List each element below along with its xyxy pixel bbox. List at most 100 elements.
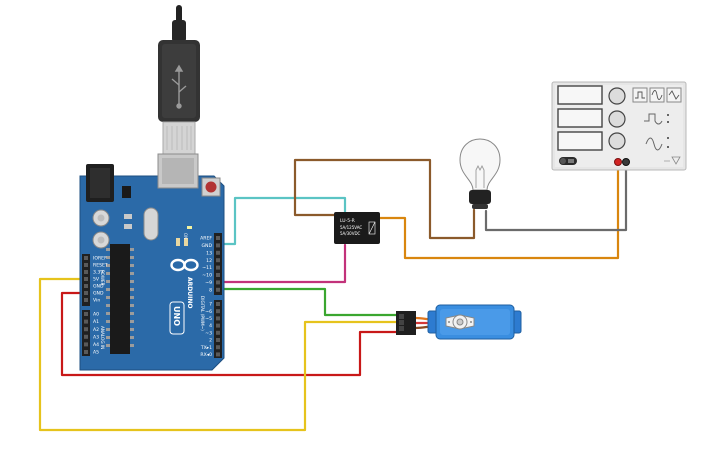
power-pin-0[interactable] xyxy=(84,256,88,260)
ground-symbol-icon xyxy=(671,156,681,165)
wire-cyan-gnd[interactable] xyxy=(220,196,347,246)
arduino-logo-icon xyxy=(170,258,199,272)
digital-top-pin-1[interactable] xyxy=(216,243,220,248)
digital-top-pin-7[interactable] xyxy=(216,287,220,292)
power-pin-2[interactable] xyxy=(84,270,88,274)
analog-pin-3[interactable] xyxy=(84,334,88,339)
digital-top-pin-4[interactable] xyxy=(216,265,220,270)
wire-yellow-ground[interactable] xyxy=(38,277,398,432)
digital-bottom-pin-6[interactable] xyxy=(216,345,220,350)
wire-brown-lamp[interactable] xyxy=(293,158,476,240)
on-led-label: ON xyxy=(183,233,188,239)
analog-pin-1[interactable] xyxy=(84,319,88,324)
digital-bottom-pin-label: RX◂0 xyxy=(200,352,212,358)
knob-1[interactable] xyxy=(608,87,626,105)
digital-bottom-pin-label: ~6 xyxy=(205,309,212,315)
output-terminal-positive[interactable] xyxy=(614,158,622,166)
wires xyxy=(38,158,628,432)
digital-top-pin-0[interactable] xyxy=(216,236,220,240)
usb-strain-relief xyxy=(172,20,186,42)
bulb-base xyxy=(469,190,491,204)
relay-label-3: 5A/30VDC xyxy=(340,231,361,236)
digital-header-top xyxy=(214,233,222,295)
waveform-glyph-2 xyxy=(645,137,663,151)
digital-bottom-pin-2[interactable] xyxy=(216,316,220,321)
relay-coil-icon xyxy=(368,221,376,235)
wire-red-power[interactable] xyxy=(60,291,398,377)
wire-magenta-signal[interactable] xyxy=(220,243,347,284)
triangle-wave-icon xyxy=(668,90,680,100)
analog-pin-2[interactable] xyxy=(84,327,88,332)
usb-plug-metal xyxy=(162,121,196,155)
digital-bottom-pin-3[interactable] xyxy=(216,323,220,328)
usb-symbol-icon xyxy=(171,64,187,109)
wire-gray-supply[interactable] xyxy=(484,164,628,232)
power-pin-6[interactable] xyxy=(84,298,88,302)
digital-bottom-pin-1[interactable] xyxy=(216,309,220,314)
digital-bottom-pin-5[interactable] xyxy=(216,338,220,342)
wire-orange-supply[interactable] xyxy=(377,164,620,260)
digital-bottom-pin-label: TX▸1 xyxy=(200,345,212,351)
power-supply-instrument[interactable] xyxy=(551,81,687,171)
digital-top-pin-label: ~10 xyxy=(202,273,212,279)
digital-top-pin-5[interactable] xyxy=(216,273,220,277)
analog-pin-label: A1 xyxy=(93,319,99,325)
power-pin-label: 5V xyxy=(93,277,100,283)
power-pin-1[interactable] xyxy=(84,263,88,267)
waveform-glyph-1 xyxy=(644,113,663,125)
uno-model-label: UNO xyxy=(172,306,181,326)
power-pin-label: IOREF xyxy=(93,256,107,262)
digital-bottom-pin-7[interactable] xyxy=(216,352,220,357)
power-pin-3[interactable] xyxy=(84,277,88,281)
digital-top-pin-label: AREF xyxy=(200,236,212,242)
atmega-chip xyxy=(110,244,130,354)
analog-pin-4[interactable] xyxy=(84,342,88,347)
digital-top-pin-6[interactable] xyxy=(216,280,220,285)
analog-pin-0[interactable] xyxy=(84,312,88,316)
relay-module[interactable]: LU-5-R 5A/125VAC 5A/30VDC xyxy=(334,212,380,244)
display-3 xyxy=(557,131,603,151)
analog-section-label: ANALOG IN xyxy=(100,326,105,349)
bulb-glass xyxy=(459,138,501,191)
relay-label-1: LU-5-R xyxy=(340,218,355,224)
analog-pin-5[interactable] xyxy=(84,350,88,354)
knob-2[interactable] xyxy=(608,110,626,128)
light-bulb[interactable] xyxy=(459,138,501,209)
digital-top-pin-label: ~9 xyxy=(205,280,212,286)
digital-bottom-pin-4[interactable] xyxy=(216,330,220,335)
digital-section-label: DIGITAL (PWM~) xyxy=(200,296,205,331)
digital-top-pin-2[interactable] xyxy=(216,250,220,255)
wire-green-servo[interactable] xyxy=(220,287,398,317)
servo-motor[interactable] xyxy=(396,304,522,340)
output-terminal-negative[interactable] xyxy=(622,158,630,166)
power-pin-label: 3.3V xyxy=(93,270,104,276)
power-pin-label: RESET xyxy=(93,263,108,269)
digital-bottom-pin-0[interactable] xyxy=(216,302,220,306)
power-pin-5[interactable] xyxy=(84,291,88,295)
usb-cable xyxy=(158,5,200,155)
display-2 xyxy=(557,108,603,128)
analog-pin-label: A4 xyxy=(93,342,99,348)
arduino-brand-label: ARDUINO xyxy=(186,277,193,308)
digital-top-pin-3[interactable] xyxy=(216,258,220,263)
analog-pin-label: A3 xyxy=(93,334,99,340)
square-wave-icon xyxy=(635,91,645,99)
analog-pin-label: A2 xyxy=(93,327,99,333)
analog-header xyxy=(82,310,90,356)
relay-label-2: 5A/125VAC xyxy=(340,225,362,230)
knob-3[interactable] xyxy=(608,132,626,150)
square-wave-button[interactable] xyxy=(632,87,648,103)
relay-body xyxy=(334,212,380,244)
sine-wave-icon xyxy=(651,90,663,100)
uno-label-box xyxy=(169,301,185,335)
servo-shaft-icon xyxy=(456,318,464,326)
voltage-regulator xyxy=(122,186,131,198)
power-pin-4[interactable] xyxy=(84,284,88,288)
digital-header-bottom xyxy=(214,300,222,358)
power-section-label: POWER xyxy=(100,270,105,286)
